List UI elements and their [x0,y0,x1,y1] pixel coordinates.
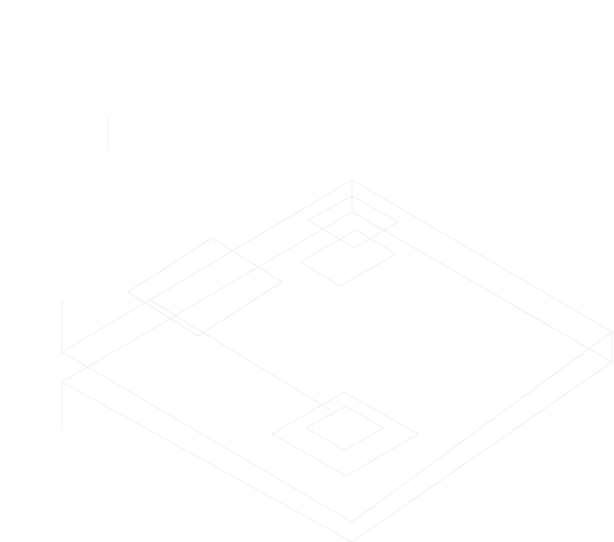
top-card-outline [307,195,399,249]
lower-panel-outline [61,211,613,542]
bottom-card-outline [271,391,419,477]
left-card-outline [127,237,283,337]
divider-line [149,299,331,411]
bottom-inner-card-outline [305,405,385,451]
center-card-outline [299,229,397,287]
